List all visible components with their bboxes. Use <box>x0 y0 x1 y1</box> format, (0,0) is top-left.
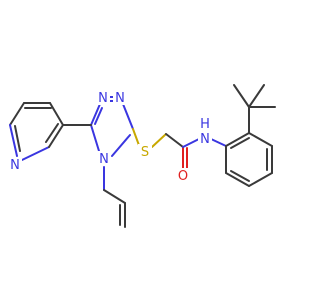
amide-bond-co-n <box>182 138 200 148</box>
acetamide-bond-ch2-co <box>165 133 184 148</box>
triazole-n1-label: N <box>98 91 108 106</box>
pyridine-bond-6 <box>48 124 64 148</box>
molecule-structure: N N N N S O N H <box>8 84 276 228</box>
aryl-bond-2-inner <box>230 170 250 182</box>
triazole-n2-label: N <box>115 91 125 106</box>
aryl-bond-5 <box>248 132 273 147</box>
triazole-bond-n2-c3 <box>122 103 134 130</box>
tbutyl-bond-methyl-1 <box>233 84 250 108</box>
carbonyl-o-label: O <box>178 169 188 184</box>
pyridine-bond-6-inner <box>45 123 59 143</box>
triazole-bond-n4-c5 <box>90 124 100 152</box>
triazole-bond-c5-n1-inner <box>94 107 103 125</box>
triazole-n4-label: N <box>99 152 109 167</box>
triazole-bond-c5-n1 <box>90 103 101 126</box>
amide-n-label: N <box>200 132 210 147</box>
allyl-bond-2 <box>103 189 126 204</box>
thioether-bond-s-ch2 <box>151 133 167 148</box>
amide-h-label: H <box>200 117 210 132</box>
aryl-bond-6-inner <box>230 137 250 149</box>
pyridine-bond-4-inner <box>14 125 21 152</box>
atom-label-layer: N N N N S O N H <box>8 90 212 184</box>
amide-bond-n-aryl <box>210 138 227 147</box>
tbutyl-bond-methyl-2 <box>248 84 265 108</box>
pyridine-bond-4 <box>9 124 18 157</box>
aryl-bond-2 <box>225 172 250 187</box>
thioether-s-label: S <box>141 145 149 160</box>
pyridine-bond-3 <box>9 102 25 126</box>
pyridine-bond-1 <box>49 102 64 126</box>
pyridine-bond-5 <box>21 146 50 161</box>
aryl-bond-3 <box>248 172 273 187</box>
bond-layer <box>9 84 276 228</box>
aryl-bond-6 <box>225 132 250 147</box>
pyridine-n-label: N <box>10 158 20 173</box>
triazole-bond-c3-n4 <box>111 134 131 157</box>
